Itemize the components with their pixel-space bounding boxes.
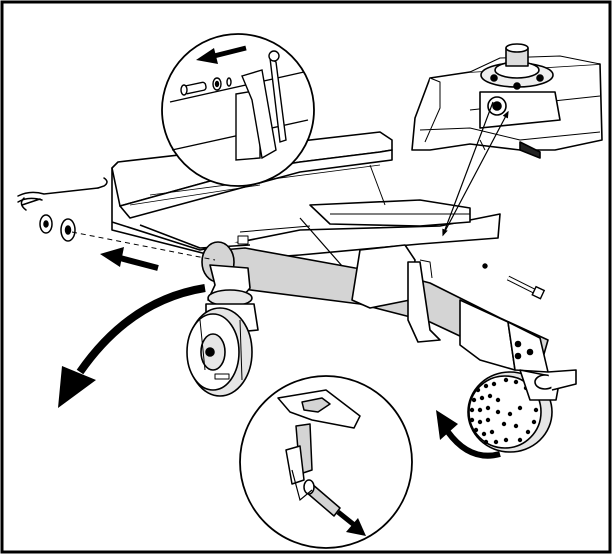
arrow-hitch-out-left — [100, 247, 159, 271]
detail-inset-lynch-pin — [239, 375, 413, 549]
arrow-rotate-up-right — [436, 410, 501, 459]
washers — [39, 214, 76, 242]
detail-inset-pin-removal — [161, 33, 315, 187]
bolt — [482, 263, 546, 300]
motor-mount-bracket — [411, 43, 603, 159]
assembly-centerline — [71, 231, 216, 261]
arrow-rotate-down-left — [58, 284, 206, 408]
caster-wheel-left — [186, 264, 259, 397]
axle-tube — [201, 241, 549, 373]
hitch-pin — [17, 177, 108, 211]
arrow-pin-out-left — [196, 45, 247, 64]
clevis-pin — [180, 77, 232, 96]
caster-wheel-right — [467, 369, 577, 453]
